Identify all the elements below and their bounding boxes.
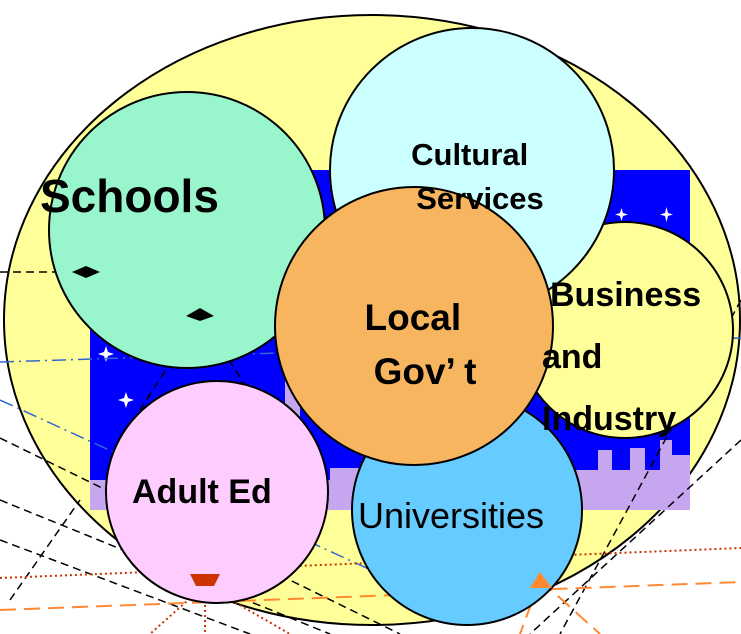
business-label: Business and Industry [542,276,711,438]
arrowhead-right-icon [86,266,100,278]
business-label-line3: Industry [542,400,676,438]
orange-arrowhead-icon [530,572,552,588]
converging-arrow-icon [186,308,214,321]
local-gov-circle [274,186,554,466]
schools-label: Schools [40,170,219,222]
cultural-label-line1: Cultural [411,137,528,172]
business-label-line2: and [542,338,602,376]
universities-label: Universities [358,495,544,536]
red-trapezoid-icon [190,574,220,586]
business-label-line1: Business [550,276,701,314]
arrow-markers [72,266,552,588]
local-gov-label-line2: Gov’ t [374,351,477,392]
local-gov-label-line1: Local [365,297,462,338]
adulted-label: Adult Ed [132,473,272,511]
local-gov-label: Local Gov’ t [365,297,477,392]
cultural-label: Cultural Services [411,137,544,216]
cultural-label-line2: Services [416,181,544,216]
arrowhead-left-icon [72,266,86,278]
adulted-circle [105,380,329,604]
